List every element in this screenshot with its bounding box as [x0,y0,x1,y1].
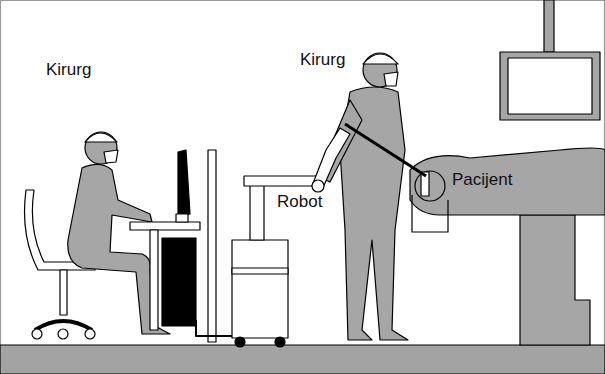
robot-panel [232,268,288,274]
pole [208,150,216,342]
console-desk [130,222,200,230]
part-label: Robot [277,192,322,212]
surgeon-head [85,132,117,164]
monitor-frame [500,52,600,120]
robot-arm [244,176,316,186]
table-pedestal [520,215,590,345]
seated-surgeon [68,164,170,334]
monitor-pole [544,0,554,52]
robot-column [250,183,264,240]
robot-joint [312,180,324,192]
surgeon-mask [384,72,398,86]
chair-wheel [58,329,68,339]
robot-wheel [275,337,285,347]
chair-wheel [32,329,42,339]
desk-leg [150,230,158,330]
robot-base [232,240,288,338]
head-frame [412,195,448,232]
monitor-screen [508,58,592,114]
computer-tower [162,238,196,326]
console-monitor [178,150,190,216]
surgeon-cap [85,133,117,142]
chair-stem [60,270,67,315]
instrument [345,124,426,176]
surgeon-head [363,53,397,87]
part-label: Pacijent [452,170,512,190]
floor [0,345,605,374]
part-label: Kirurg [300,50,345,70]
surgeon-cap [363,54,398,64]
part-label: Kirurg [46,60,91,80]
chair-wheel [85,329,95,339]
patient-head [415,171,445,201]
surgeon-mask [104,150,118,163]
monitor-stand [176,214,188,222]
patient-body [410,148,605,215]
robot-wheel [235,337,245,347]
